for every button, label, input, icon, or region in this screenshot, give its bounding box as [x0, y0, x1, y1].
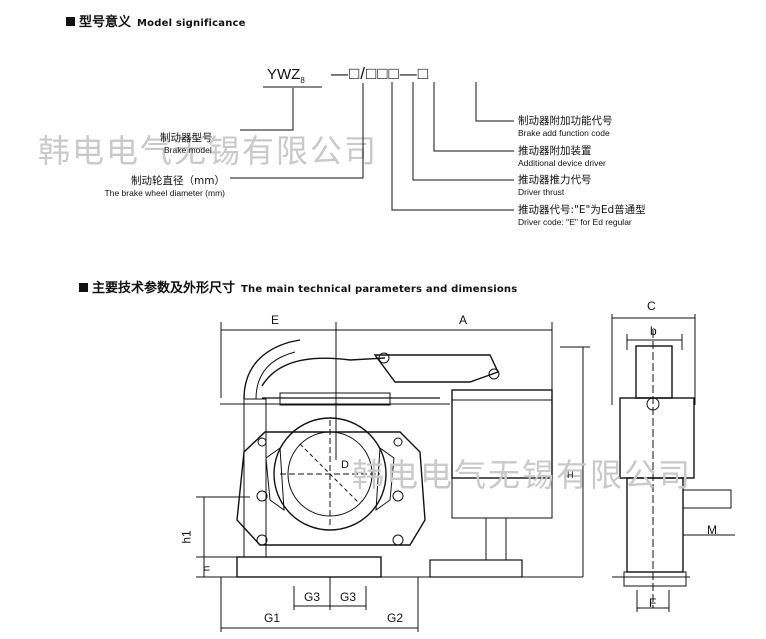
dim-D: D	[341, 459, 349, 471]
dim-H: H	[567, 470, 574, 480]
bullet-square	[79, 283, 88, 292]
leader-driver-thrust	[412, 82, 514, 181]
dim-G3-left: G3	[304, 590, 321, 604]
label-en: Driver thrust	[518, 187, 565, 197]
dim-M: M	[707, 523, 717, 537]
label-en: Driver code: "E" for Ed regular	[518, 217, 632, 227]
leader-add-function	[475, 82, 514, 122]
label-brake-model: 制动器型号 Brake model	[160, 130, 213, 155]
dim-A: A	[459, 313, 468, 327]
label-add-function: 制动器附加功能代号 Brake add function code	[518, 113, 613, 138]
heading-cn: 主要技术参数及外形尺寸	[92, 281, 236, 296]
dim-h1: h1	[179, 530, 194, 544]
dim-G2: G2	[387, 611, 404, 625]
label-en: Brake model	[164, 145, 212, 155]
watermark-mid: 韩电电气无锡有限公司	[352, 456, 693, 494]
dim-G3-right: G3	[340, 590, 357, 604]
dim-E: E	[271, 313, 280, 327]
leader-brake-model	[240, 88, 294, 131]
model-pattern: —□/□□□—□	[331, 64, 430, 83]
label-cn: 推动器代号:"E"为Ed普通型	[518, 204, 646, 216]
label-driver-code: 推动器代号:"E"为Ed普通型 Driver code: "E" for Ed …	[518, 202, 646, 227]
model-subscript: 8	[300, 76, 305, 85]
label-cn: 制动轮直径（mm）	[131, 175, 225, 187]
label-cn: 制动器型号	[160, 132, 213, 144]
bullet-square	[66, 17, 75, 26]
front-view	[196, 322, 590, 632]
side-view	[611, 314, 735, 612]
model-prefix: YWZ	[267, 66, 301, 83]
label-cn: 推动器推力代号	[518, 174, 592, 186]
section-heading-dimensions: 主要技术参数及外形尺寸 The main technical parameters…	[79, 277, 517, 296]
heading-cn: 型号意义	[79, 15, 132, 30]
section-heading-model: 型号意义 Model significance	[66, 11, 246, 30]
label-additional-device: 推动器附加装置 Additional device driver	[518, 143, 606, 168]
dim-n: n	[201, 565, 213, 572]
dim-b: b	[650, 324, 657, 338]
label-en: The brake wheel diameter (mm)	[104, 188, 225, 198]
label-en: Additional device driver	[518, 158, 606, 168]
leader-wheel-diameter	[230, 83, 364, 179]
label-cn: 制动器附加功能代号	[518, 115, 613, 127]
label-en: Brake add function code	[518, 128, 610, 138]
dim-G1: G1	[264, 611, 281, 625]
label-driver-thrust: 推动器推力代号 Driver thrust	[518, 172, 592, 197]
heading-en: Model significance	[137, 18, 246, 29]
dim-C: C	[647, 299, 656, 313]
dim-F: F	[649, 596, 657, 610]
heading-en: The main technical parameters and dimens…	[241, 284, 518, 295]
label-cn: 推动器附加装置	[518, 145, 592, 157]
leader-additional-device	[433, 82, 514, 152]
leader-driver-code	[391, 82, 514, 211]
watermark-top: 韩电电气无锡有限公司	[38, 132, 379, 170]
model-code: YWZ8	[267, 66, 305, 85]
label-wheel-diameter: 制动轮直径（mm） The brake wheel diameter (mm)	[69, 173, 225, 198]
